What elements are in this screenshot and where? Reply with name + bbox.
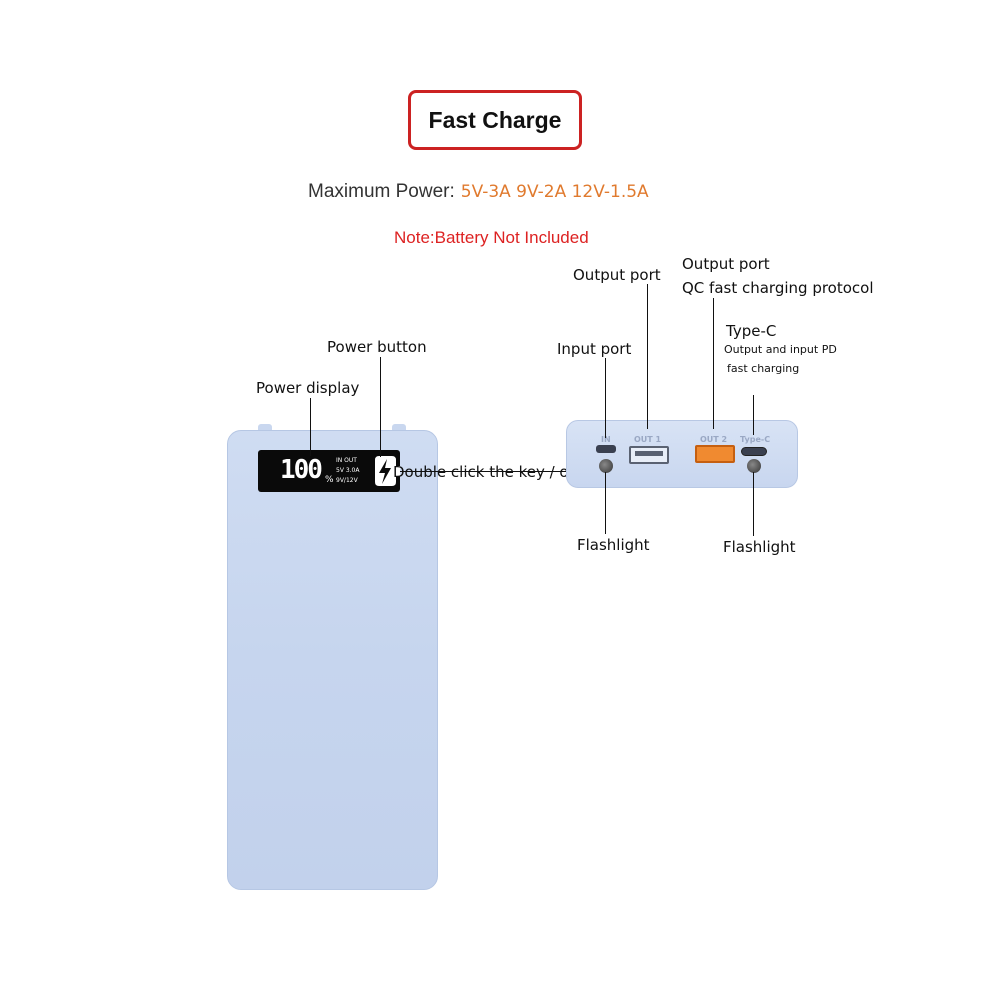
input-port-pointer — [605, 358, 606, 438]
power-display-pointer — [310, 398, 311, 456]
flashlight-left-label: Flashlight — [577, 536, 650, 554]
lightning-bolt-icon[interactable] — [370, 452, 400, 490]
max-power-label: Maximum Power: — [308, 181, 455, 202]
micro-usb-port — [596, 445, 616, 453]
power-bank-front — [227, 430, 438, 890]
double-click-pointer — [400, 471, 608, 472]
fast-charge-badge: Fast Charge — [408, 90, 582, 150]
flashlight-led-left — [599, 459, 613, 473]
port-marking-typec: Type-C — [740, 435, 771, 444]
display-line-3: 9V/12V — [336, 477, 358, 484]
flashlight-left-pointer — [605, 472, 606, 534]
input-port-label: Input port — [557, 340, 632, 358]
port-marking-in: IN — [601, 435, 611, 444]
bank-tab-right — [392, 424, 406, 432]
output-port-2-pointer — [713, 298, 714, 429]
qc-protocol-label: QC fast charging protocol — [682, 279, 874, 297]
type-c-pointer — [753, 395, 754, 435]
flashlight-led-right — [747, 459, 761, 473]
power-button-pointer — [380, 357, 381, 457]
output-port-1-label: Output port — [573, 266, 661, 284]
output-port-2-label: Output port — [682, 255, 770, 273]
type-c-label: Type-C — [726, 322, 777, 340]
type-c-desc-2: fast charging — [727, 362, 800, 375]
max-power-line: Maximum Power:5V-3A 9V-2A 12V-1.5A — [308, 181, 649, 203]
max-power-values: 5V-3A 9V-2A 12V-1.5A — [460, 182, 649, 202]
display-line-1: IN OUT — [336, 457, 357, 464]
port-marking-out1: OUT 1 — [634, 435, 662, 444]
output-port-1-pointer — [647, 284, 648, 429]
flashlight-right-label: Flashlight — [723, 538, 796, 556]
usb-a-port-out1 — [629, 446, 669, 464]
bank-tab-left — [258, 424, 272, 432]
power-button-label: Power button — [327, 338, 427, 356]
double-click-label: Double click the key / on / off — [393, 463, 613, 481]
power-display-label: Power display — [256, 379, 360, 397]
battery-note: Note:Battery Not Included — [394, 228, 589, 247]
usb-a-port-out2-qc — [695, 445, 735, 463]
usb-c-port — [741, 447, 767, 456]
port-marking-out2: OUT 2 — [700, 435, 728, 444]
display-digits: 100 — [280, 455, 323, 485]
type-c-desc-1: Output and input PD — [724, 343, 837, 356]
display-percent: % — [325, 475, 334, 485]
display-line-2: 5V 3.0A — [336, 467, 360, 474]
flashlight-right-pointer — [753, 472, 754, 536]
